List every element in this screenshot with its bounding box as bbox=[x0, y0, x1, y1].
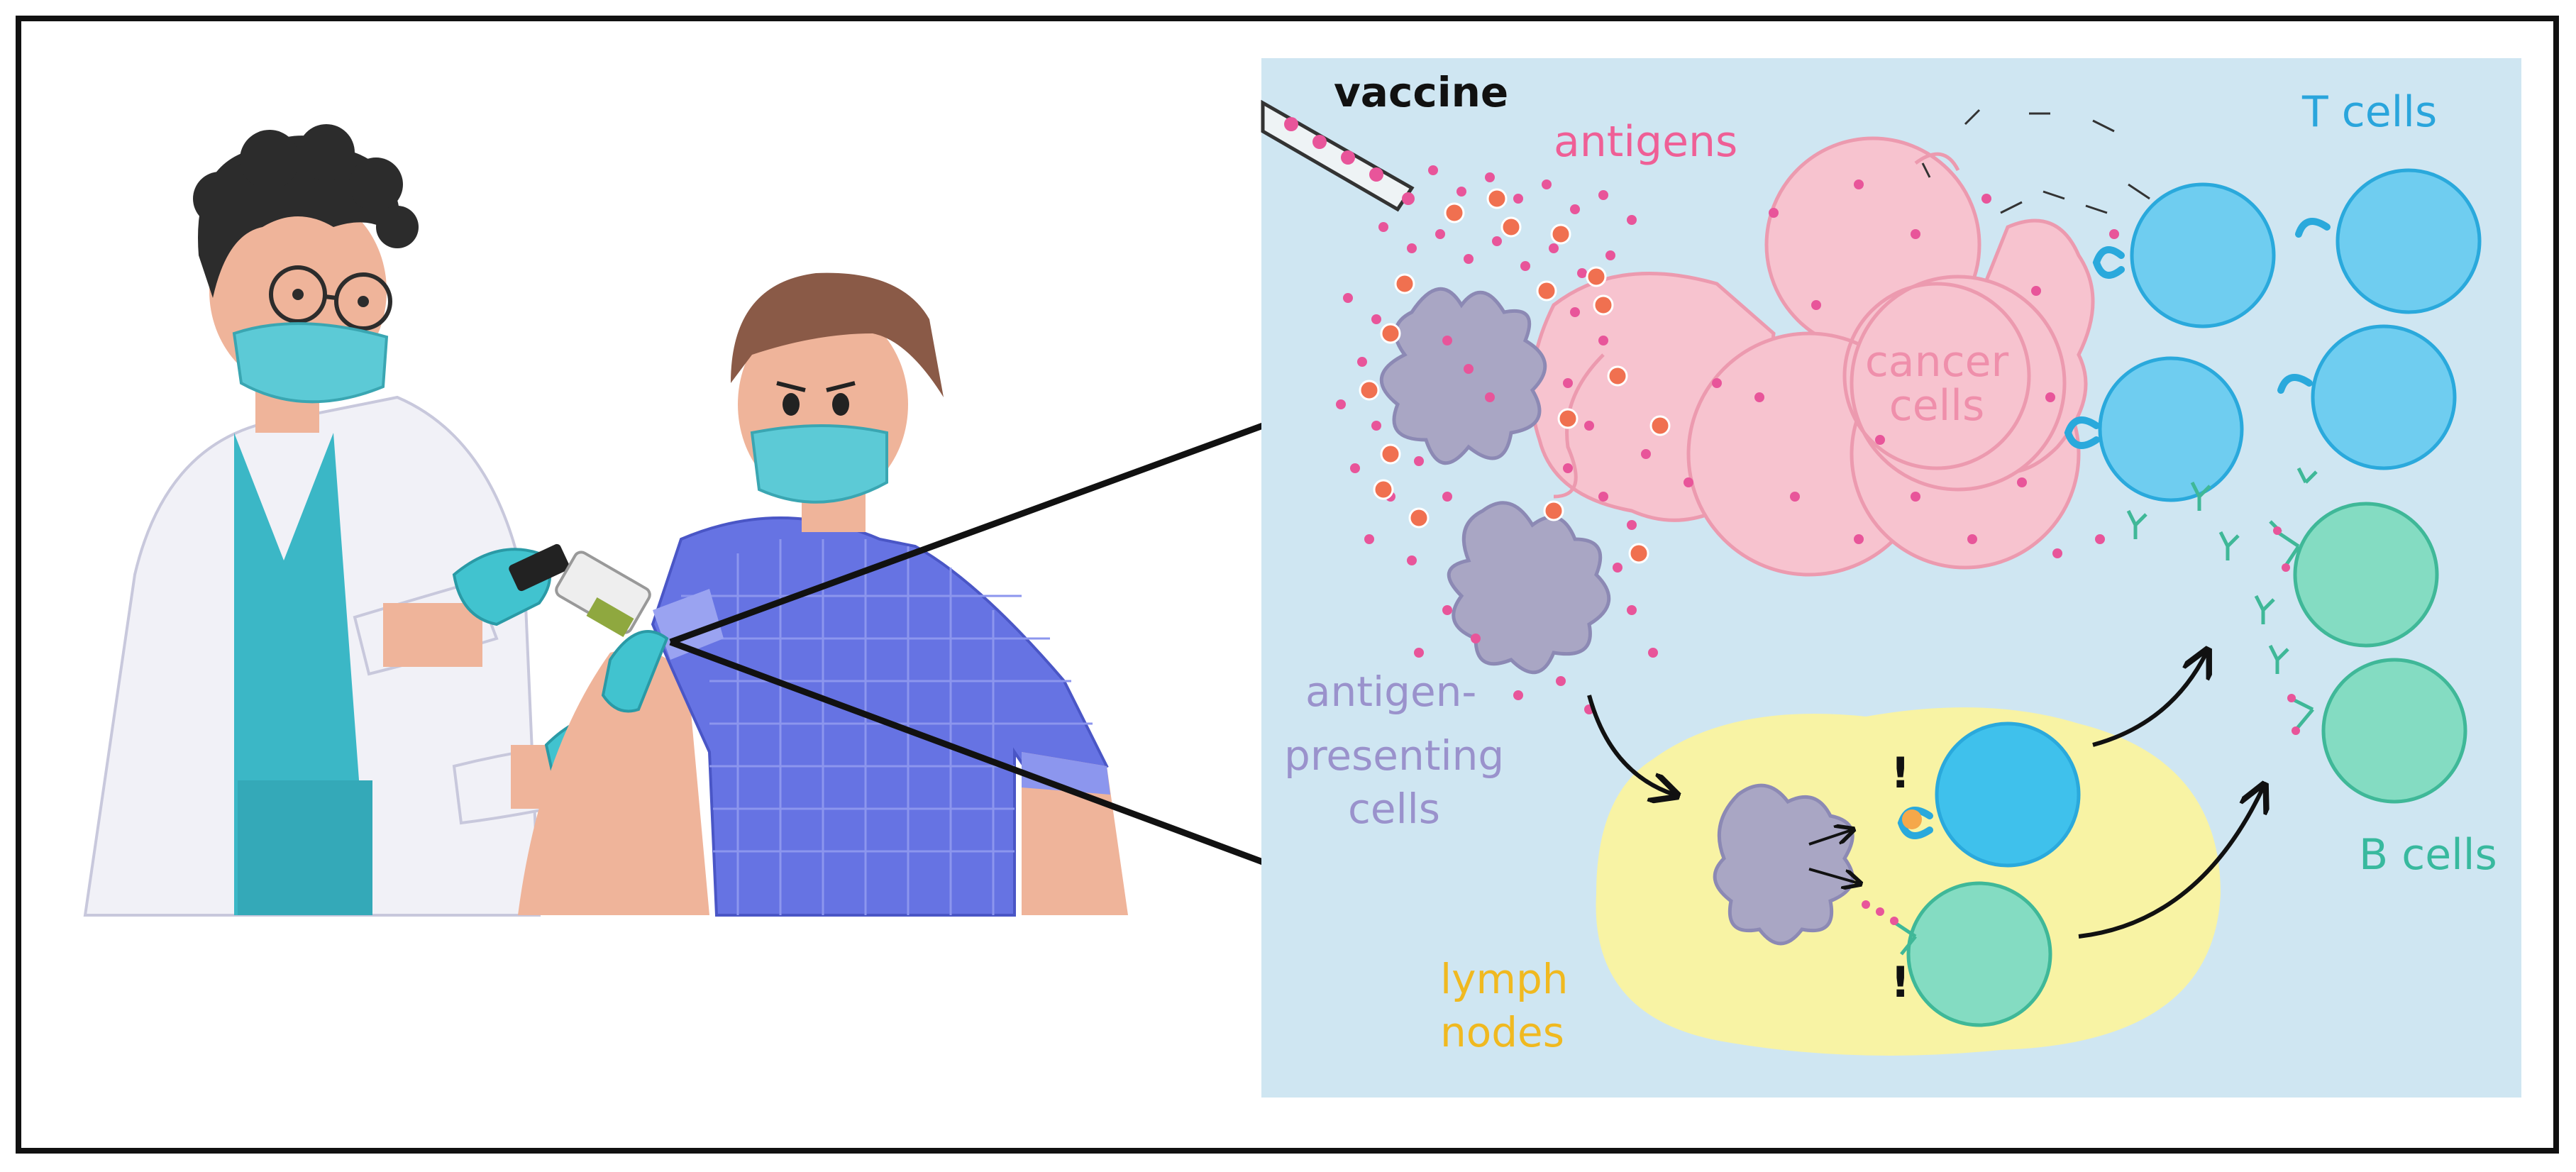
exclaim-bottom: ! bbox=[1891, 958, 1910, 1007]
cancer-cells bbox=[1530, 136, 2095, 577]
apc-arrows bbox=[1808, 830, 1859, 883]
t-cell-receptors bbox=[1897, 218, 2331, 839]
antigen-particles bbox=[1359, 188, 1671, 564]
flow-arrows bbox=[1587, 653, 2263, 939]
b-cells bbox=[1906, 502, 2467, 1027]
t-cells bbox=[2098, 168, 2482, 502]
label-apc-line2: presenting bbox=[1284, 731, 1504, 780]
exclaim-top: ! bbox=[1891, 748, 1910, 798]
label-apc-line1: antigen- bbox=[1305, 668, 1476, 716]
t-cell-active bbox=[1935, 722, 2081, 868]
label-vaccine: vaccine bbox=[1334, 68, 1508, 116]
immune-panel bbox=[1261, 58, 2521, 1098]
cancer-cell-center bbox=[1842, 282, 2031, 470]
label-cancer-line2: cells bbox=[1889, 381, 1985, 431]
label-antigens: antigens bbox=[1554, 117, 1737, 167]
label-b-cells: B cells bbox=[2359, 830, 2497, 880]
zoom-lines-icon bbox=[669, 422, 1264, 866]
label-t-cells: T cells bbox=[2301, 87, 2437, 137]
vaccine-pipette-icon bbox=[1261, 99, 1415, 212]
label-lymph-line2: nodes bbox=[1440, 1008, 1564, 1056]
doctor-illustration bbox=[83, 124, 645, 917]
syringe-icon bbox=[509, 543, 651, 637]
antibodies bbox=[1893, 467, 2318, 956]
antigen-presenting-cells bbox=[1379, 287, 1854, 946]
synapse bbox=[1902, 809, 1922, 829]
label-cancer-line1: cancer bbox=[1865, 337, 2009, 387]
signal-arrows bbox=[1921, 109, 2150, 214]
label-lymph-line1: lymph bbox=[1440, 955, 1569, 1003]
label-apc-line3: cells bbox=[1348, 785, 1440, 833]
